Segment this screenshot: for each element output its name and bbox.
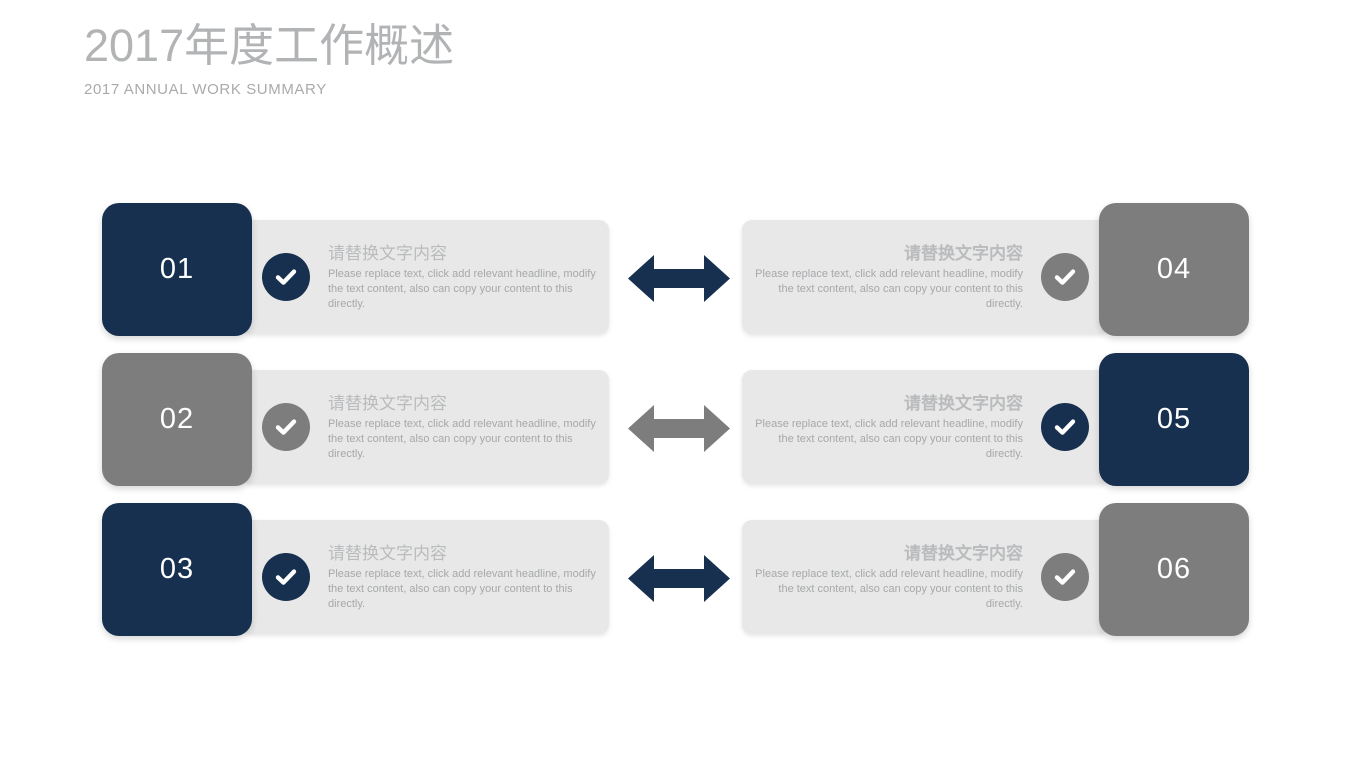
double-arrow-icon	[628, 252, 730, 305]
page-subtitle: 2017 ANNUAL WORK SUMMARY	[84, 81, 327, 98]
card-texts: 请替换文字内容 Please replace text, click add r…	[328, 243, 609, 312]
slide-header: 2017年度工作概述 2017 ANNUAL WORK SUMMARY	[84, 18, 454, 100]
card-headline: 请替换文字内容	[328, 543, 447, 563]
info-card-right[interactable]: 05 请替换文字内容 Please replace text, click ad…	[742, 353, 1249, 503]
card-content: 请替换文字内容 Please replace text, click add r…	[262, 520, 609, 634]
card-headline: 请替换文字内容	[328, 393, 447, 413]
number-label: 02	[159, 403, 195, 435]
card-headline: 请替换文字内容	[904, 393, 1023, 413]
info-card-right[interactable]: 04 请替换文字内容 Please replace text, click ad…	[742, 203, 1249, 353]
card-headline: 请替换文字内容	[904, 543, 1023, 563]
check-circle-icon	[1041, 403, 1089, 451]
card-texts: 请替换文字内容 Please replace text, click add r…	[328, 543, 609, 612]
number-label: 04	[1156, 253, 1192, 285]
number-badge[interactable]: 02	[102, 353, 252, 486]
content-row: 03 请替换文字内容 Please replace text, click ad…	[0, 503, 1350, 653]
card-content: 请替换文字内容 Please replace text, click add r…	[742, 220, 1089, 334]
card-headline: 请替换文字内容	[904, 243, 1023, 263]
info-card-left[interactable]: 01 请替换文字内容 Please replace text, click ad…	[102, 203, 609, 353]
card-texts: 请替换文字内容 Please replace text, click add r…	[742, 543, 1023, 612]
card-body: Please replace text, click add relevant …	[328, 417, 596, 460]
number-label: 06	[1156, 553, 1192, 585]
page-title: 2017年度工作概述	[84, 20, 455, 71]
card-body: Please replace text, click add relevant …	[755, 567, 1023, 610]
card-content: 请替换文字内容 Please replace text, click add r…	[262, 370, 609, 484]
card-body: Please replace text, click add relevant …	[328, 267, 596, 310]
info-card-right[interactable]: 06 请替换文字内容 Please replace text, click ad…	[742, 503, 1249, 653]
content-row: 01 请替换文字内容 Please replace text, click ad…	[0, 203, 1350, 353]
number-label: 01	[159, 253, 195, 285]
info-card-left[interactable]: 02 请替换文字内容 Please replace text, click ad…	[102, 353, 609, 503]
check-circle-icon	[262, 253, 310, 301]
card-texts: 请替换文字内容 Please replace text, click add r…	[328, 393, 609, 462]
content-row: 02 请替换文字内容 Please replace text, click ad…	[0, 353, 1350, 503]
check-circle-icon	[1041, 553, 1089, 601]
number-badge[interactable]: 05	[1099, 353, 1249, 486]
check-circle-icon	[262, 403, 310, 451]
number-badge[interactable]: 06	[1099, 503, 1249, 636]
card-content: 请替换文字内容 Please replace text, click add r…	[262, 220, 609, 334]
card-texts: 请替换文字内容 Please replace text, click add r…	[742, 243, 1023, 312]
number-badge[interactable]: 01	[102, 203, 252, 336]
double-arrow-icon	[628, 552, 730, 605]
card-body: Please replace text, click add relevant …	[328, 567, 596, 610]
number-badge[interactable]: 03	[102, 503, 252, 636]
card-content: 请替换文字内容 Please replace text, click add r…	[742, 370, 1089, 484]
number-label: 03	[159, 553, 195, 585]
double-arrow-icon	[628, 402, 730, 455]
number-badge[interactable]: 04	[1099, 203, 1249, 336]
check-circle-icon	[262, 553, 310, 601]
check-circle-icon	[1041, 253, 1089, 301]
card-texts: 请替换文字内容 Please replace text, click add r…	[742, 393, 1023, 462]
info-card-left[interactable]: 03 请替换文字内容 Please replace text, click ad…	[102, 503, 609, 653]
number-label: 05	[1156, 403, 1192, 435]
card-content: 请替换文字内容 Please replace text, click add r…	[742, 520, 1089, 634]
card-headline: 请替换文字内容	[328, 243, 447, 263]
card-body: Please replace text, click add relevant …	[755, 417, 1023, 460]
card-body: Please replace text, click add relevant …	[755, 267, 1023, 310]
